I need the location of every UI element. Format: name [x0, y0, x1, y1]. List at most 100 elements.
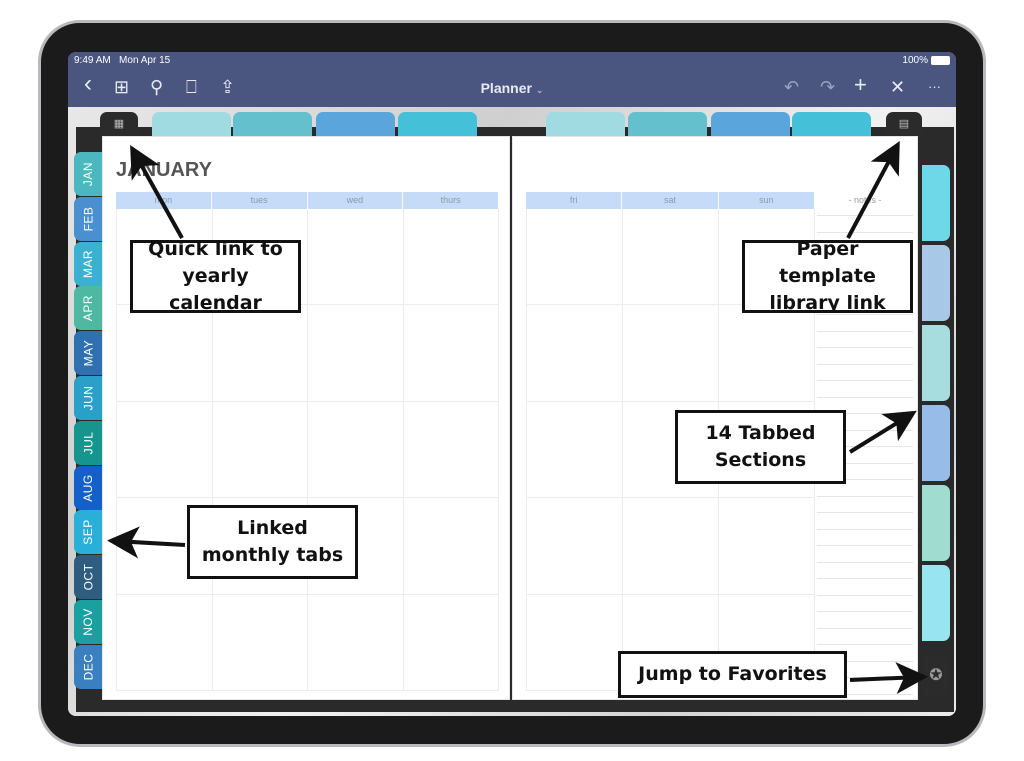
- day-cell[interactable]: [527, 594, 623, 691]
- callout-favorites: Jump to Favorites: [618, 651, 847, 698]
- day-cell[interactable]: [403, 209, 499, 306]
- note-line: [817, 495, 913, 497]
- template-library-tab[interactable]: ▤: [886, 112, 922, 137]
- day-thurs: thurs: [403, 192, 499, 209]
- section-tab-top-3[interactable]: [316, 112, 395, 137]
- document-icon: ▤: [898, 118, 910, 130]
- day-tues: tues: [212, 192, 308, 209]
- month-tab-jul[interactable]: JUL: [74, 420, 102, 465]
- month-tab-dec[interactable]: DEC: [74, 644, 102, 689]
- note-line: [817, 594, 913, 596]
- section-tab-top-2[interactable]: [233, 112, 312, 137]
- section-tab-top-6[interactable]: [628, 112, 707, 137]
- note-line: [817, 380, 913, 381]
- day-cell[interactable]: [308, 209, 404, 306]
- day-cell[interactable]: [212, 305, 308, 402]
- status-date: Mon Apr 15: [119, 55, 171, 66]
- thumbnails-icon[interactable]: ⊞: [114, 77, 130, 97]
- screen: 9:49 AM Mon Apr 15 100% ‹ ⊞ ⚲ ⎕ ⇪ Planne…: [68, 52, 956, 716]
- day-fri: fri: [526, 192, 623, 209]
- day-cell[interactable]: [212, 594, 308, 691]
- notes-label: - notes -: [848, 195, 882, 205]
- section-tab-side-2[interactable]: [922, 245, 950, 321]
- arrow-monthly: [107, 526, 186, 559]
- calendar-icon: ▦: [113, 118, 125, 130]
- section-tab-top-8[interactable]: [792, 112, 871, 137]
- day-cell[interactable]: [403, 401, 499, 499]
- section-tab-side-3[interactable]: [922, 325, 950, 401]
- day-cell[interactable]: [117, 305, 213, 402]
- day-cell[interactable]: [527, 498, 623, 595]
- month-tab-mar[interactable]: MAR: [74, 241, 102, 286]
- month-tab-jun[interactable]: JUN: [74, 376, 102, 420]
- section-tab-top-4[interactable]: [398, 112, 477, 137]
- document-title[interactable]: Planner ⌄: [68, 80, 956, 96]
- day-cell[interactable]: [527, 401, 623, 499]
- search-icon[interactable]: ⚲: [150, 77, 164, 97]
- month-tab-may[interactable]: MAY: [74, 331, 102, 376]
- undo-icon[interactable]: ↶: [784, 77, 800, 97]
- month-tab-jan[interactable]: JAN: [74, 152, 102, 196]
- day-cell[interactable]: [527, 209, 623, 306]
- month-tab-feb[interactable]: FEB: [74, 196, 102, 241]
- note-line: [817, 429, 913, 431]
- more-icon[interactable]: ···: [928, 79, 941, 94]
- callout-tabbed-sections: 14 Tabbed Sections: [675, 410, 846, 484]
- arrow-yearly: [130, 145, 184, 239]
- arrow-tabbed: [848, 410, 917, 454]
- note-line: [817, 462, 913, 464]
- section-tab-top-7[interactable]: [711, 112, 790, 137]
- day-cell[interactable]: [212, 401, 308, 499]
- day-cell[interactable]: [527, 305, 623, 402]
- day-cell[interactable]: [403, 594, 499, 691]
- callout-monthly-tabs: Linked monthly tabs: [187, 505, 358, 579]
- section-tab-side-5[interactable]: [922, 485, 950, 561]
- back-button[interactable]: ‹: [84, 70, 92, 97]
- status-time: 9:49 AM: [74, 55, 111, 66]
- section-tab-top-5[interactable]: [546, 112, 625, 137]
- day-cell[interactable]: [623, 498, 719, 595]
- note-line: [817, 660, 913, 662]
- day-sun: sun: [719, 192, 815, 209]
- share-icon[interactable]: ⇪: [220, 77, 236, 97]
- note-line: [817, 561, 913, 563]
- add-page-icon[interactable]: +: [854, 72, 867, 97]
- note-line: [817, 363, 913, 365]
- day-cell[interactable]: [403, 305, 499, 402]
- day-cell[interactable]: [308, 498, 404, 595]
- day-cell[interactable]: [623, 305, 719, 402]
- note-line: [817, 479, 913, 480]
- section-tab-side-4[interactable]: [922, 405, 950, 481]
- day-cell[interactable]: [308, 305, 404, 402]
- day-cell[interactable]: [117, 594, 213, 691]
- yearly-calendar-tab[interactable]: ▦: [100, 112, 138, 137]
- note-line: [817, 314, 913, 315]
- bookmark-icon[interactable]: ⎕: [186, 77, 197, 97]
- month-tab-sep[interactable]: SEP: [74, 510, 102, 555]
- day-cell[interactable]: [719, 498, 815, 595]
- section-tab-top-1[interactable]: [152, 112, 231, 137]
- note-line: [817, 512, 913, 513]
- section-tab-side-1[interactable]: [922, 165, 950, 241]
- redo-icon[interactable]: ↷: [820, 77, 836, 97]
- day-sat: sat: [622, 192, 719, 209]
- day-cell[interactable]: [308, 594, 404, 691]
- month-tab-apr[interactable]: APR: [74, 286, 102, 331]
- month-tab-aug[interactable]: AUG: [74, 465, 102, 510]
- note-line: [817, 611, 913, 612]
- day-cell[interactable]: [403, 498, 499, 595]
- pen-tool-icon[interactable]: ✕: [890, 77, 906, 97]
- section-tab-side-6[interactable]: [922, 565, 950, 641]
- day-cell[interactable]: [623, 209, 719, 306]
- note-line: [817, 627, 913, 629]
- note-line: [817, 693, 913, 695]
- month-tab-nov[interactable]: NOV: [74, 600, 102, 644]
- note-line: [817, 644, 913, 645]
- chevron-down-icon: ⌄: [535, 85, 544, 95]
- day-cell[interactable]: [719, 305, 815, 402]
- day-cell[interactable]: [117, 401, 213, 499]
- day-cell[interactable]: [308, 401, 404, 499]
- month-tab-oct[interactable]: OCT: [74, 555, 102, 600]
